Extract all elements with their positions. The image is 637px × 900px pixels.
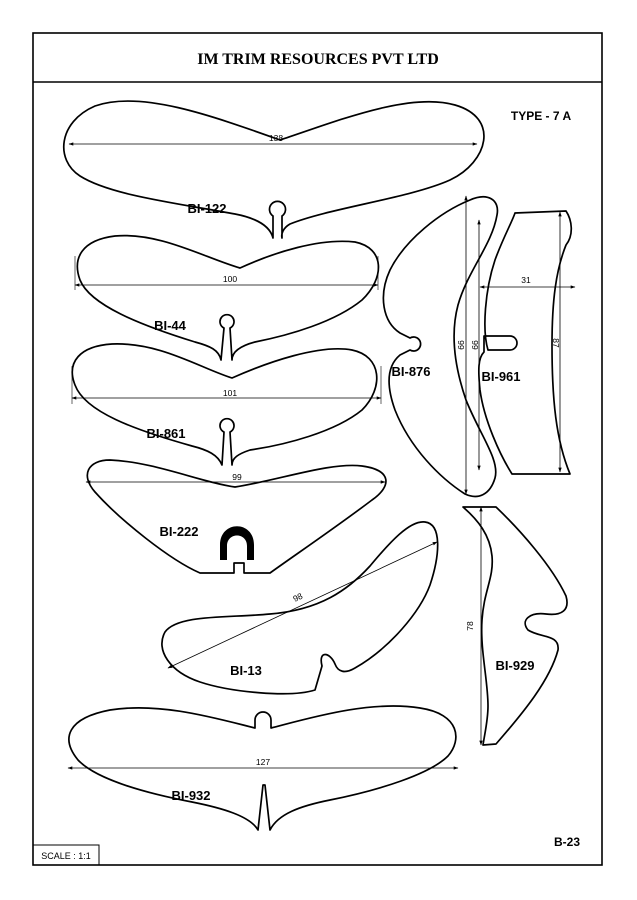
part-label: BI-13	[230, 663, 262, 678]
part-label: BI-961	[481, 369, 520, 384]
dimension-label: 99	[456, 340, 466, 350]
company-title: IM TRIM RESOURCES PVT LTD	[197, 51, 439, 68]
dimension-label: 99	[470, 340, 480, 350]
dimension-label: 78	[465, 621, 475, 631]
dimension-label: 87	[551, 338, 561, 348]
part-bi-932: 127 BI-932	[67, 705, 459, 831]
dimension-label: 100	[223, 274, 237, 284]
sheet-border	[32, 32, 603, 866]
scale-label: SCALE : 1:1	[41, 851, 91, 861]
part-bi-876: 99 BI-876	[382, 195, 499, 498]
part-label: BI-122	[187, 201, 226, 216]
part-label: BI-929	[495, 658, 534, 673]
part-outline	[462, 506, 568, 746]
scale-box	[32, 844, 100, 866]
dimension-label: 101	[223, 388, 237, 398]
part-bi-222: 99 BI-222	[85, 459, 387, 574]
part-outline	[62, 100, 485, 239]
type-label: TYPE - 7 A	[511, 109, 572, 123]
profile-section	[220, 526, 254, 560]
part-bi-861: 101 BI-861	[71, 343, 382, 466]
dimension-label: 31	[521, 275, 531, 285]
part-outline	[68, 705, 457, 831]
part-bi-961: 31 99 87 BI-961	[470, 210, 576, 475]
part-bi-13: 98 BI-13	[161, 521, 439, 695]
part-outline	[71, 343, 378, 466]
part-outline	[382, 196, 499, 498]
dimension-label: 99	[232, 472, 242, 482]
part-label: BI-861	[146, 426, 185, 441]
part-label: BI-44	[154, 318, 187, 333]
dimension-label: 98	[291, 591, 304, 604]
part-bi-122: 138 BI-122	[62, 100, 485, 239]
dimension-label: 127	[256, 757, 270, 767]
dimension-label: 138	[269, 133, 283, 143]
page-number: B-23	[554, 835, 580, 849]
part-label: BI-932	[171, 788, 210, 803]
part-label: BI-222	[159, 524, 198, 539]
part-outline	[76, 234, 380, 361]
part-outline	[161, 521, 439, 695]
part-bi-929: 78 BI-929	[462, 506, 568, 746]
part-bi-44: 100 BI-44	[74, 234, 380, 361]
part-label: BI-876	[391, 364, 430, 379]
dimension-line	[167, 541, 438, 669]
